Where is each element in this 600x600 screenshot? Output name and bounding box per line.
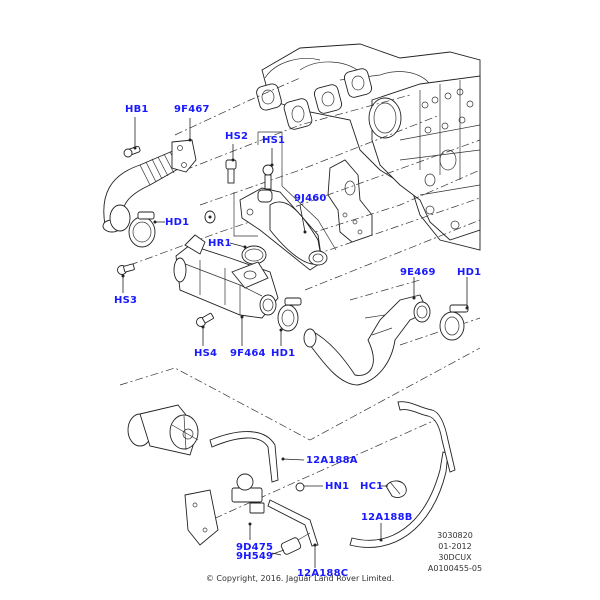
reference-line-1: 3030820 [437, 531, 473, 540]
reference-line-4: A0100455-05 [427, 564, 483, 573]
callout-HN1[interactable]: HN1 [325, 481, 350, 492]
reference-line-2: 01-2012 [438, 542, 472, 551]
callout-12A188A[interactable]: 12A188A [306, 455, 358, 466]
clamp-HD1-middle [277, 297, 302, 332]
callout-12A188B[interactable]: 12A188B [361, 512, 413, 523]
assembly-lines [119, 77, 481, 526]
callout-12A188C[interactable]: 12A188C [297, 568, 349, 579]
nut-HN1 [295, 482, 305, 492]
callout-HS1[interactable]: HS1 [262, 135, 286, 146]
part-9H549-filter [269, 532, 311, 556]
clamp-HD1-upper [109, 204, 156, 248]
part-9E469-pipe [303, 294, 431, 386]
callout-9H549[interactable]: 9H549 [236, 551, 274, 562]
hose-12A188B [349, 451, 449, 548]
leader-lines [121, 117, 469, 568]
callout-9D475[interactable]: 9D475 [236, 542, 274, 553]
callout-9F464[interactable]: 9F464 [230, 348, 266, 359]
callout-HD1-middle[interactable]: HD1 [271, 348, 296, 359]
bolt-HS4 [196, 312, 214, 327]
callout-9J460[interactable]: 9J460 [294, 193, 327, 204]
bolt-HB1 [123, 145, 141, 158]
hose-upper-right [397, 401, 456, 473]
callout-HR1[interactable]: HR1 [208, 238, 232, 249]
hose-12A188C [267, 499, 319, 547]
bolt-HS2 [225, 159, 237, 184]
bolt-HS3 [117, 263, 135, 275]
callout-frame-9J460 [233, 131, 337, 251]
throttle-body [127, 404, 199, 456]
reference-line-3: 30DCUX [438, 553, 472, 562]
callout-HC1[interactable]: HC1 [360, 481, 384, 492]
callout-HS4[interactable]: HS4 [194, 348, 218, 359]
clip-HC1 [385, 480, 407, 499]
engine-block-illustration [256, 43, 481, 251]
reference-block: 3030820 01-2012 30DCUX A0100455-05 [420, 530, 490, 574]
callout-HB1[interactable]: HB1 [125, 104, 149, 115]
hose-12A188A [209, 431, 279, 483]
callout-HS3[interactable]: HS3 [114, 295, 138, 306]
copyright-notice: © Copyright, 2016. Jaguar Land Rover Lim… [205, 574, 395, 583]
callout-HS2[interactable]: HS2 [225, 131, 249, 142]
gasket-plate [327, 159, 373, 243]
part-9F464-egr-cooler [173, 234, 279, 319]
clamp-HD1-right [439, 304, 469, 341]
bolt-HS1 [262, 164, 274, 190]
callout-HD1-right[interactable]: HD1 [457, 267, 482, 278]
callout-HD1-upper[interactable]: HD1 [165, 217, 190, 228]
part-9D475-solenoid [184, 473, 265, 546]
callout-9F467[interactable]: 9F467 [174, 104, 210, 115]
callout-9E469[interactable]: 9E469 [400, 267, 436, 278]
part-9J460-egr-valve [239, 187, 328, 271]
